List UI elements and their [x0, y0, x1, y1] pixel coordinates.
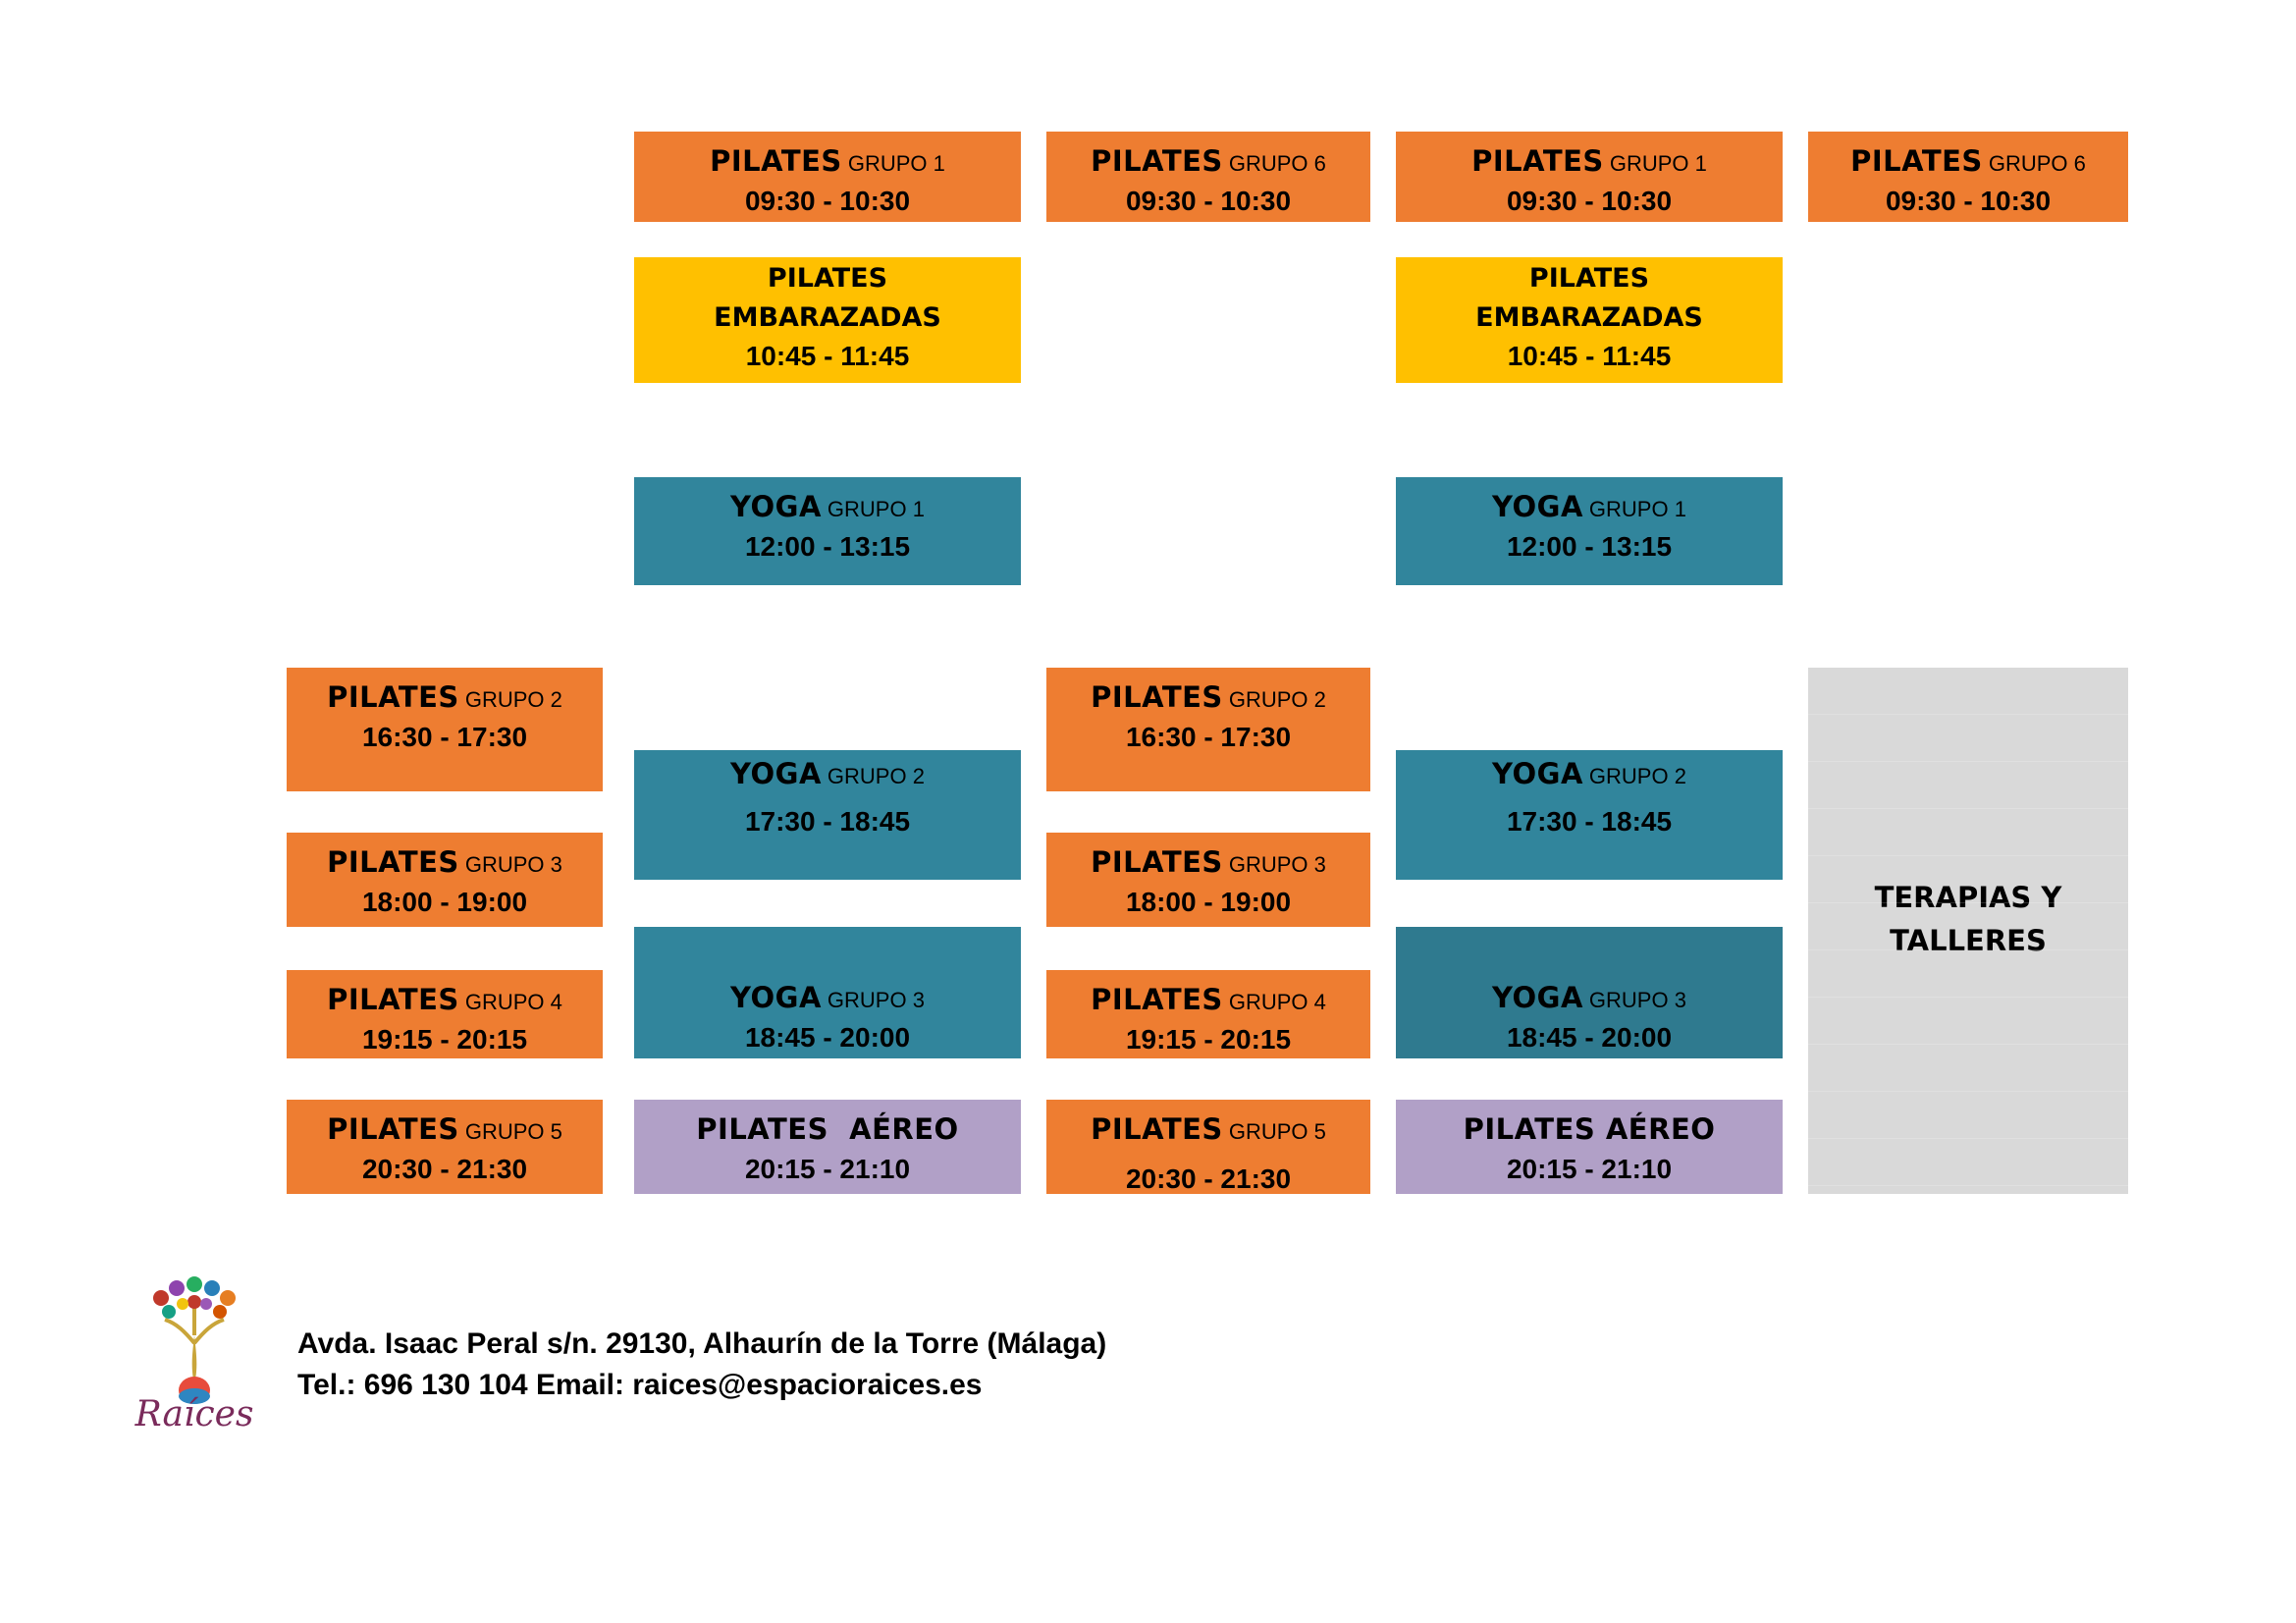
group-label: GRUPO 4: [464, 990, 562, 1014]
activity-name: PILATES: [1091, 845, 1223, 879]
address-line: Avda. Isaac Peral s/n. 29130, Alhaurín d…: [297, 1327, 1107, 1360]
activity-name: PILATES AÉREO: [696, 1112, 959, 1146]
time-range: 20:15 - 21:10: [1506, 1154, 1673, 1184]
group-label: GRUPO 1: [1588, 497, 1686, 521]
activity-name: PILATES: [1091, 983, 1223, 1016]
logo-text: Raíces: [134, 1394, 254, 1432]
group-label: GRUPO 6: [1228, 151, 1326, 176]
tree-icon: [153, 1276, 236, 1404]
activity-name: PILATES: [1091, 680, 1223, 714]
time-range: 09:30 - 10:30: [1125, 186, 1292, 216]
group-label: GRUPO 2: [1588, 764, 1686, 788]
group-label: GRUPO 3: [1228, 852, 1326, 877]
activity-name: PILATES AÉREO: [1463, 1112, 1716, 1146]
time-range: 09:30 - 10:30: [1506, 186, 1673, 216]
activity-name: PILATES: [327, 983, 459, 1016]
group-label: GRUPO 3: [464, 852, 562, 877]
time-range: 18:00 - 19:00: [361, 887, 528, 917]
activity-name: PILATES: [1471, 144, 1604, 178]
group-label: GRUPO 2: [464, 687, 562, 712]
group-label: GRUPO 3: [1588, 988, 1686, 1012]
time-range: 20:15 - 21:10: [744, 1154, 911, 1184]
time-range: 16:30 - 17:30: [1125, 722, 1292, 752]
group-label: GRUPO 6: [1988, 151, 2086, 176]
contact-line: Tel.: 696 130 104 Email: raices@espacior…: [297, 1369, 983, 1401]
activity-name: YOGA: [1492, 981, 1583, 1014]
group-label: GRUPO 1: [1609, 151, 1707, 176]
class-pilates-embarazadas-col2: PILATES EMBARAZADAS 10:45 - 11:45: [634, 257, 1021, 383]
time-range: 19:15 - 20:15: [361, 1024, 528, 1055]
activity-name: PILATES: [327, 845, 459, 879]
activity-name-line1: PILATES: [1528, 263, 1650, 294]
activity-name-line2: EMBARAZADAS: [714, 302, 941, 333]
time-range: 20:30 - 21:30: [361, 1154, 528, 1184]
time-range: 17:30 - 18:45: [744, 806, 911, 837]
activity-name: PILATES: [327, 1112, 459, 1146]
activity-name: PILATES: [327, 680, 459, 714]
activity-name: YOGA: [730, 981, 822, 1014]
time-range: 09:30 - 10:30: [1885, 186, 2052, 216]
time-range: 09:30 - 10:30: [744, 186, 911, 216]
activity-name: PILATES: [710, 144, 842, 178]
group-label: GRUPO 1: [827, 497, 925, 521]
group-label: GRUPO 2: [827, 764, 925, 788]
activity-name: YOGA: [730, 490, 822, 523]
time-range: 12:00 - 13:15: [744, 531, 911, 562]
activity-name: YOGA: [1492, 757, 1583, 790]
time-range: 19:15 - 20:15: [1125, 1024, 1292, 1055]
time-range: 20:30 - 21:30: [1125, 1163, 1292, 1194]
activity-name-line2: EMBARAZADAS: [1475, 302, 1703, 333]
activity-name: YOGA: [730, 757, 822, 790]
activity-name: PILATES: [1091, 1112, 1223, 1146]
time-range: 17:30 - 18:45: [1506, 806, 1673, 837]
activity-name: PILATES: [1091, 144, 1223, 178]
class-pilates-aereo-col2: PILATES AÉREO 20:15 - 21:10: [634, 1100, 1021, 1194]
time-range: 10:45 - 11:45: [745, 341, 910, 371]
activity-name: PILATES: [1850, 144, 1983, 178]
activity-name-line1: PILATES: [767, 263, 888, 294]
time-range: 10:45 - 11:45: [1507, 341, 1672, 371]
raices-logo: Raíces: [134, 1276, 254, 1432]
terapias-line1: TERAPIAS Y: [1874, 881, 2062, 914]
terapias-line2: TALLERES: [1890, 924, 2047, 957]
time-range: 16:30 - 17:30: [361, 722, 528, 752]
time-range: 12:00 - 13:15: [1506, 531, 1673, 562]
terapias-talleres-block: TERAPIAS Y TALLERES: [1808, 668, 2128, 1194]
group-label: GRUPO 4: [1228, 990, 1326, 1014]
group-label: GRUPO 1: [847, 151, 945, 176]
group-label: GRUPO 5: [464, 1119, 562, 1144]
activity-name: YOGA: [1492, 490, 1583, 523]
group-label: GRUPO 3: [827, 988, 925, 1012]
class-pilates-aereo-col4: PILATES AÉREO 20:15 - 21:10: [1396, 1100, 1783, 1194]
time-range: 18:45 - 20:00: [1506, 1022, 1673, 1053]
time-range: 18:45 - 20:00: [744, 1022, 911, 1053]
time-range: 18:00 - 19:00: [1125, 887, 1292, 917]
class-pilates-embarazadas-col4: PILATES EMBARAZADAS 10:45 - 11:45: [1396, 257, 1783, 383]
group-label: GRUPO 2: [1228, 687, 1326, 712]
group-label: GRUPO 5: [1228, 1119, 1326, 1144]
